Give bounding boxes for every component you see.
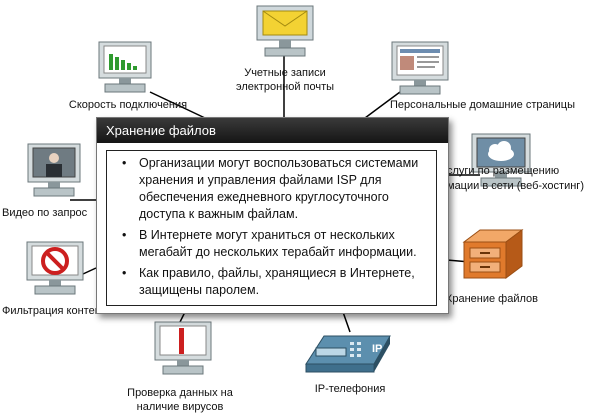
connector-ipphone	[342, 311, 351, 333]
homepages-label: Персональные домашние страницы	[390, 99, 576, 111]
email-label-line-2: электронной почты	[235, 81, 335, 93]
email-label-line-1: Учетные записи	[244, 67, 326, 79]
cloud-icon	[471, 133, 531, 187]
connector-speed	[149, 91, 206, 119]
node-hosting: слуги по размещению мации в сети (веб-хо…	[440, 130, 593, 220]
ipphone-label: IP-телефония	[314, 383, 386, 395]
video-person-icon	[27, 143, 81, 197]
storage-label: Хранение файлов	[445, 293, 538, 305]
popup-content: Организации могут воспользоваться систем…	[106, 150, 437, 306]
node-virus: Проверка данных на наличие вирусов	[120, 318, 240, 415]
popup-bullet: Организации могут воспользоваться систем…	[122, 155, 428, 223]
virus-scan-icon	[154, 321, 212, 375]
node-homepages: Персональные домашние страницы	[385, 38, 585, 118]
popup-bullet: В Интернете могут храниться от нескольки…	[122, 227, 428, 261]
ip-badge: IP	[372, 343, 382, 355]
no-sign-icon	[26, 241, 84, 295]
ip-phone-icon: IP	[305, 335, 391, 373]
node-email: Учетные записи электронной почты	[180, 0, 390, 100]
node-filter: Фильтрация контента	[0, 238, 140, 320]
file-storage-popup: Хранение файлов Организации могут воспол…	[96, 117, 449, 314]
virus-label-line-2: наличие вирусов	[136, 401, 224, 413]
speed-bars-icon	[98, 41, 152, 93]
hosting-label-line-1: слуги по размещению	[447, 165, 560, 177]
virus-label-line-1: Проверка данных на	[127, 387, 233, 399]
filter-label: Фильтрация контента	[2, 305, 112, 317]
speed-label: Скорость подключения	[68, 99, 188, 111]
webpage-icon	[391, 41, 449, 95]
file-cabinet-icon	[462, 229, 524, 279]
node-ipphone: IP IP-телефония	[290, 328, 410, 408]
popup-bullet-list: Организации могут воспользоваться систем…	[122, 155, 428, 299]
envelope-icon	[256, 5, 314, 57]
video-label: Видео по запрос	[2, 207, 88, 219]
hosting-label-line-2: мации в сети (веб-хостинг)	[447, 180, 584, 192]
node-speed: Скорость подключения	[45, 38, 205, 118]
popup-bullet: Как правило, файлы, хранящиеся в Интерне…	[122, 265, 428, 299]
node-video: Видео по запрос	[0, 140, 100, 220]
node-storage: Хранение файлов	[440, 222, 593, 312]
popup-title: Хранение файлов	[97, 118, 448, 143]
connector-homepages	[364, 91, 401, 119]
